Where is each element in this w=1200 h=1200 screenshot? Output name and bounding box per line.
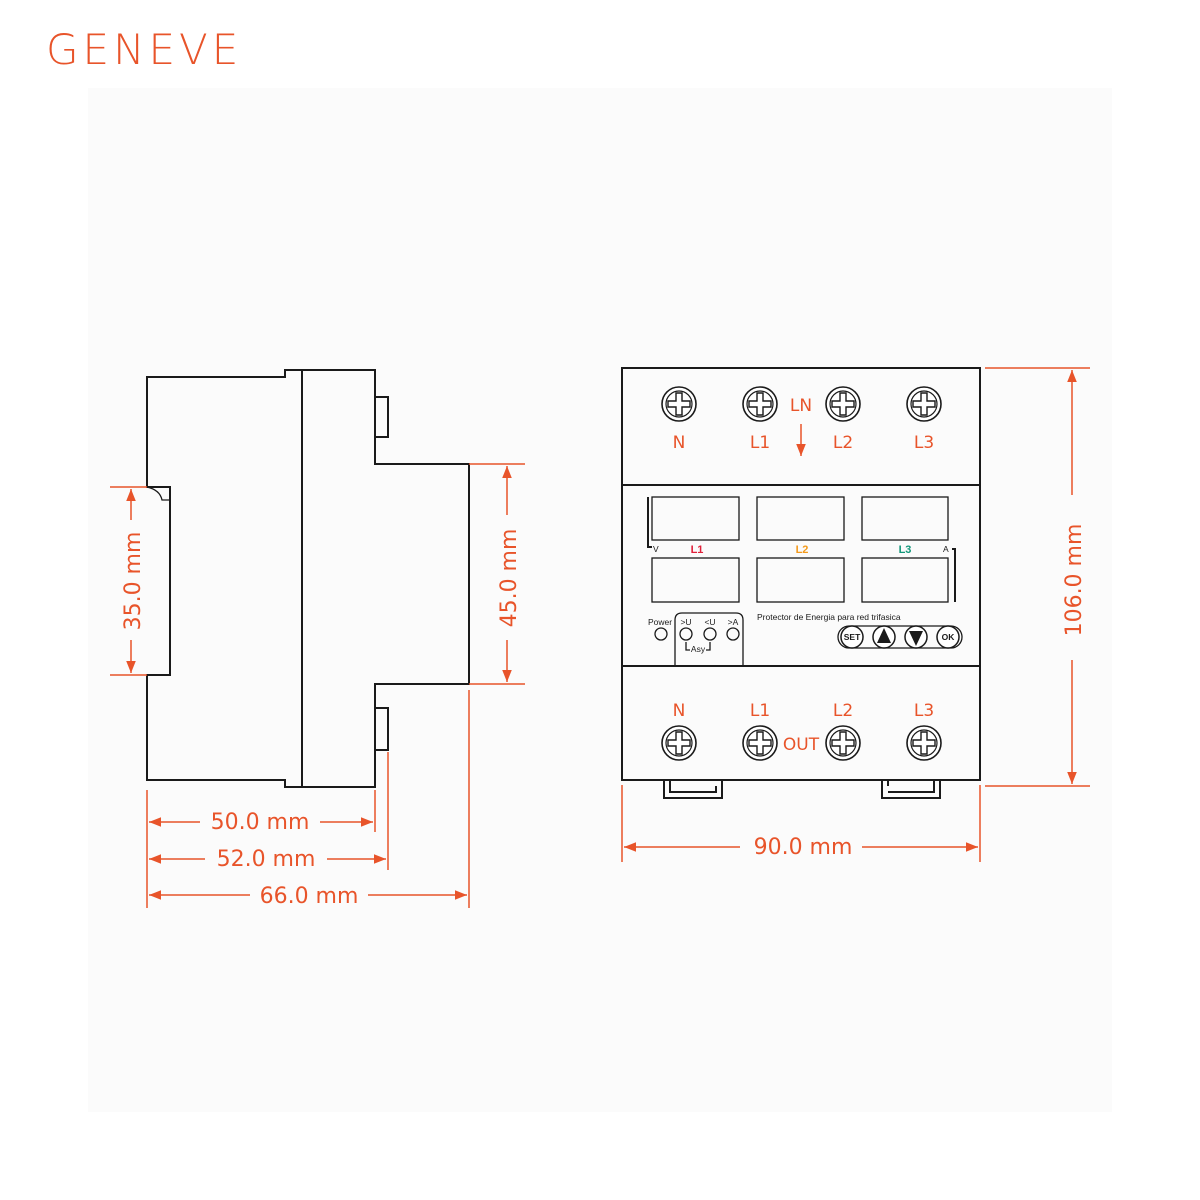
- din-clip-right: [881, 780, 941, 799]
- up-button[interactable]: [872, 625, 896, 649]
- screw-icon: [661, 725, 697, 761]
- svg-text:GENEVE: GENEVE: [46, 25, 242, 74]
- svg-text:SET[interactable]: SET: [844, 632, 861, 642]
- svg-text:<U: <U: [704, 617, 715, 627]
- svg-text:N: N: [673, 433, 686, 453]
- svg-text:L2: L2: [833, 433, 853, 453]
- front-body-outline: [302, 369, 470, 788]
- svg-text:L1: L1: [691, 544, 704, 556]
- dim-106: 106.0 mm: [1062, 370, 1087, 784]
- extension-lines-front: [621, 367, 1090, 862]
- screw-icon: [661, 386, 697, 422]
- ok-button[interactable]: OK: [936, 625, 960, 649]
- svg-text:Protector de Energia para red: Protector de Energia para red trifasica: [757, 612, 901, 622]
- power-led: [654, 627, 668, 641]
- svg-text:52.0 mm: 52.0 mm: [217, 847, 316, 872]
- overvoltage-led: [679, 627, 693, 641]
- extension-lines: [110, 463, 525, 908]
- screw-icon: [906, 725, 942, 761]
- display-l1-voltage: [651, 496, 740, 541]
- svg-text:L2: L2: [833, 701, 853, 721]
- display-l3-voltage: [861, 496, 949, 541]
- input-terminals: N L1 L2 L3 LN: [661, 386, 942, 456]
- overcurrent-led: [726, 627, 740, 641]
- svg-text:L3: L3: [914, 433, 934, 453]
- dim-45: 45.0 mm: [497, 466, 522, 682]
- svg-text:66.0 mm: 66.0 mm: [260, 884, 359, 909]
- background-panel: [88, 88, 1112, 1112]
- svg-text:>U: >U: [680, 617, 691, 627]
- svg-text:45.0 mm: 45.0 mm: [497, 529, 522, 628]
- device-body: [621, 367, 981, 781]
- screw-icon: [906, 386, 942, 422]
- dim-52: 52.0 mm: [149, 847, 386, 872]
- triangle-up-icon[interactable]: [877, 628, 891, 643]
- svg-text:Asy: Asy: [691, 644, 706, 654]
- svg-text:L3: L3: [914, 701, 934, 721]
- triangle-down-icon[interactable]: [909, 631, 923, 646]
- svg-text:V: V: [653, 544, 659, 554]
- dim-90: 90.0 mm: [624, 835, 978, 860]
- screw-icon: [825, 386, 861, 422]
- svg-text:90.0 mm: 90.0 mm: [754, 835, 853, 860]
- svg-text:>A: >A: [728, 617, 739, 627]
- rear-body-outline: [146, 369, 303, 788]
- bottom-tab: [374, 707, 389, 751]
- svg-text:106.0 mm: 106.0 mm: [1062, 524, 1087, 637]
- svg-text:OK[interactable]: OK: [942, 632, 956, 642]
- down-button[interactable]: [904, 625, 928, 649]
- screw-icon: [742, 725, 778, 761]
- svg-text:L2: L2: [796, 544, 809, 556]
- svg-text:OUT: OUT: [783, 735, 820, 755]
- svg-text:A: A: [943, 544, 949, 554]
- front-view: N L1 L2 L3 LN V A L1 L2 L3 Power >U <U: [621, 367, 1090, 862]
- display-l2-current: [756, 557, 845, 603]
- svg-text:Power: Power: [648, 617, 672, 627]
- screw-icon: [742, 386, 778, 422]
- svg-text:LN: LN: [790, 396, 812, 416]
- undervoltage-led: [703, 627, 717, 641]
- geneve-logo: GENEVE: [46, 25, 242, 74]
- dim-50: 50.0 mm: [149, 810, 373, 835]
- display-l3-current: [861, 557, 949, 603]
- side-view: 35.0 mm 45.0 mm 50.0 mm 52.0 mm 66.0 mm: [110, 369, 525, 909]
- svg-text:50.0 mm: 50.0 mm: [211, 810, 310, 835]
- set-button[interactable]: SET: [840, 625, 864, 649]
- svg-text:L1: L1: [750, 433, 770, 453]
- dim-35: 35.0 mm: [121, 489, 146, 673]
- svg-text:35.0 mm: 35.0 mm: [121, 532, 146, 631]
- display-l2-voltage: [756, 496, 845, 541]
- svg-text:L1: L1: [750, 701, 770, 721]
- top-tab: [374, 396, 389, 438]
- din-clip-hook: [146, 486, 170, 501]
- dim-66: 66.0 mm: [149, 884, 467, 909]
- svg-text:N: N: [673, 701, 686, 721]
- output-terminals: N L1 L2 L3 OUT: [661, 701, 942, 761]
- screw-icon: [825, 725, 861, 761]
- display-panel: V A L1 L2 L3 Power >U <U >A Asy Protecto…: [647, 496, 963, 666]
- svg-text:L3: L3: [899, 544, 912, 556]
- din-clip-left: [663, 780, 723, 799]
- display-l1-current: [651, 557, 740, 603]
